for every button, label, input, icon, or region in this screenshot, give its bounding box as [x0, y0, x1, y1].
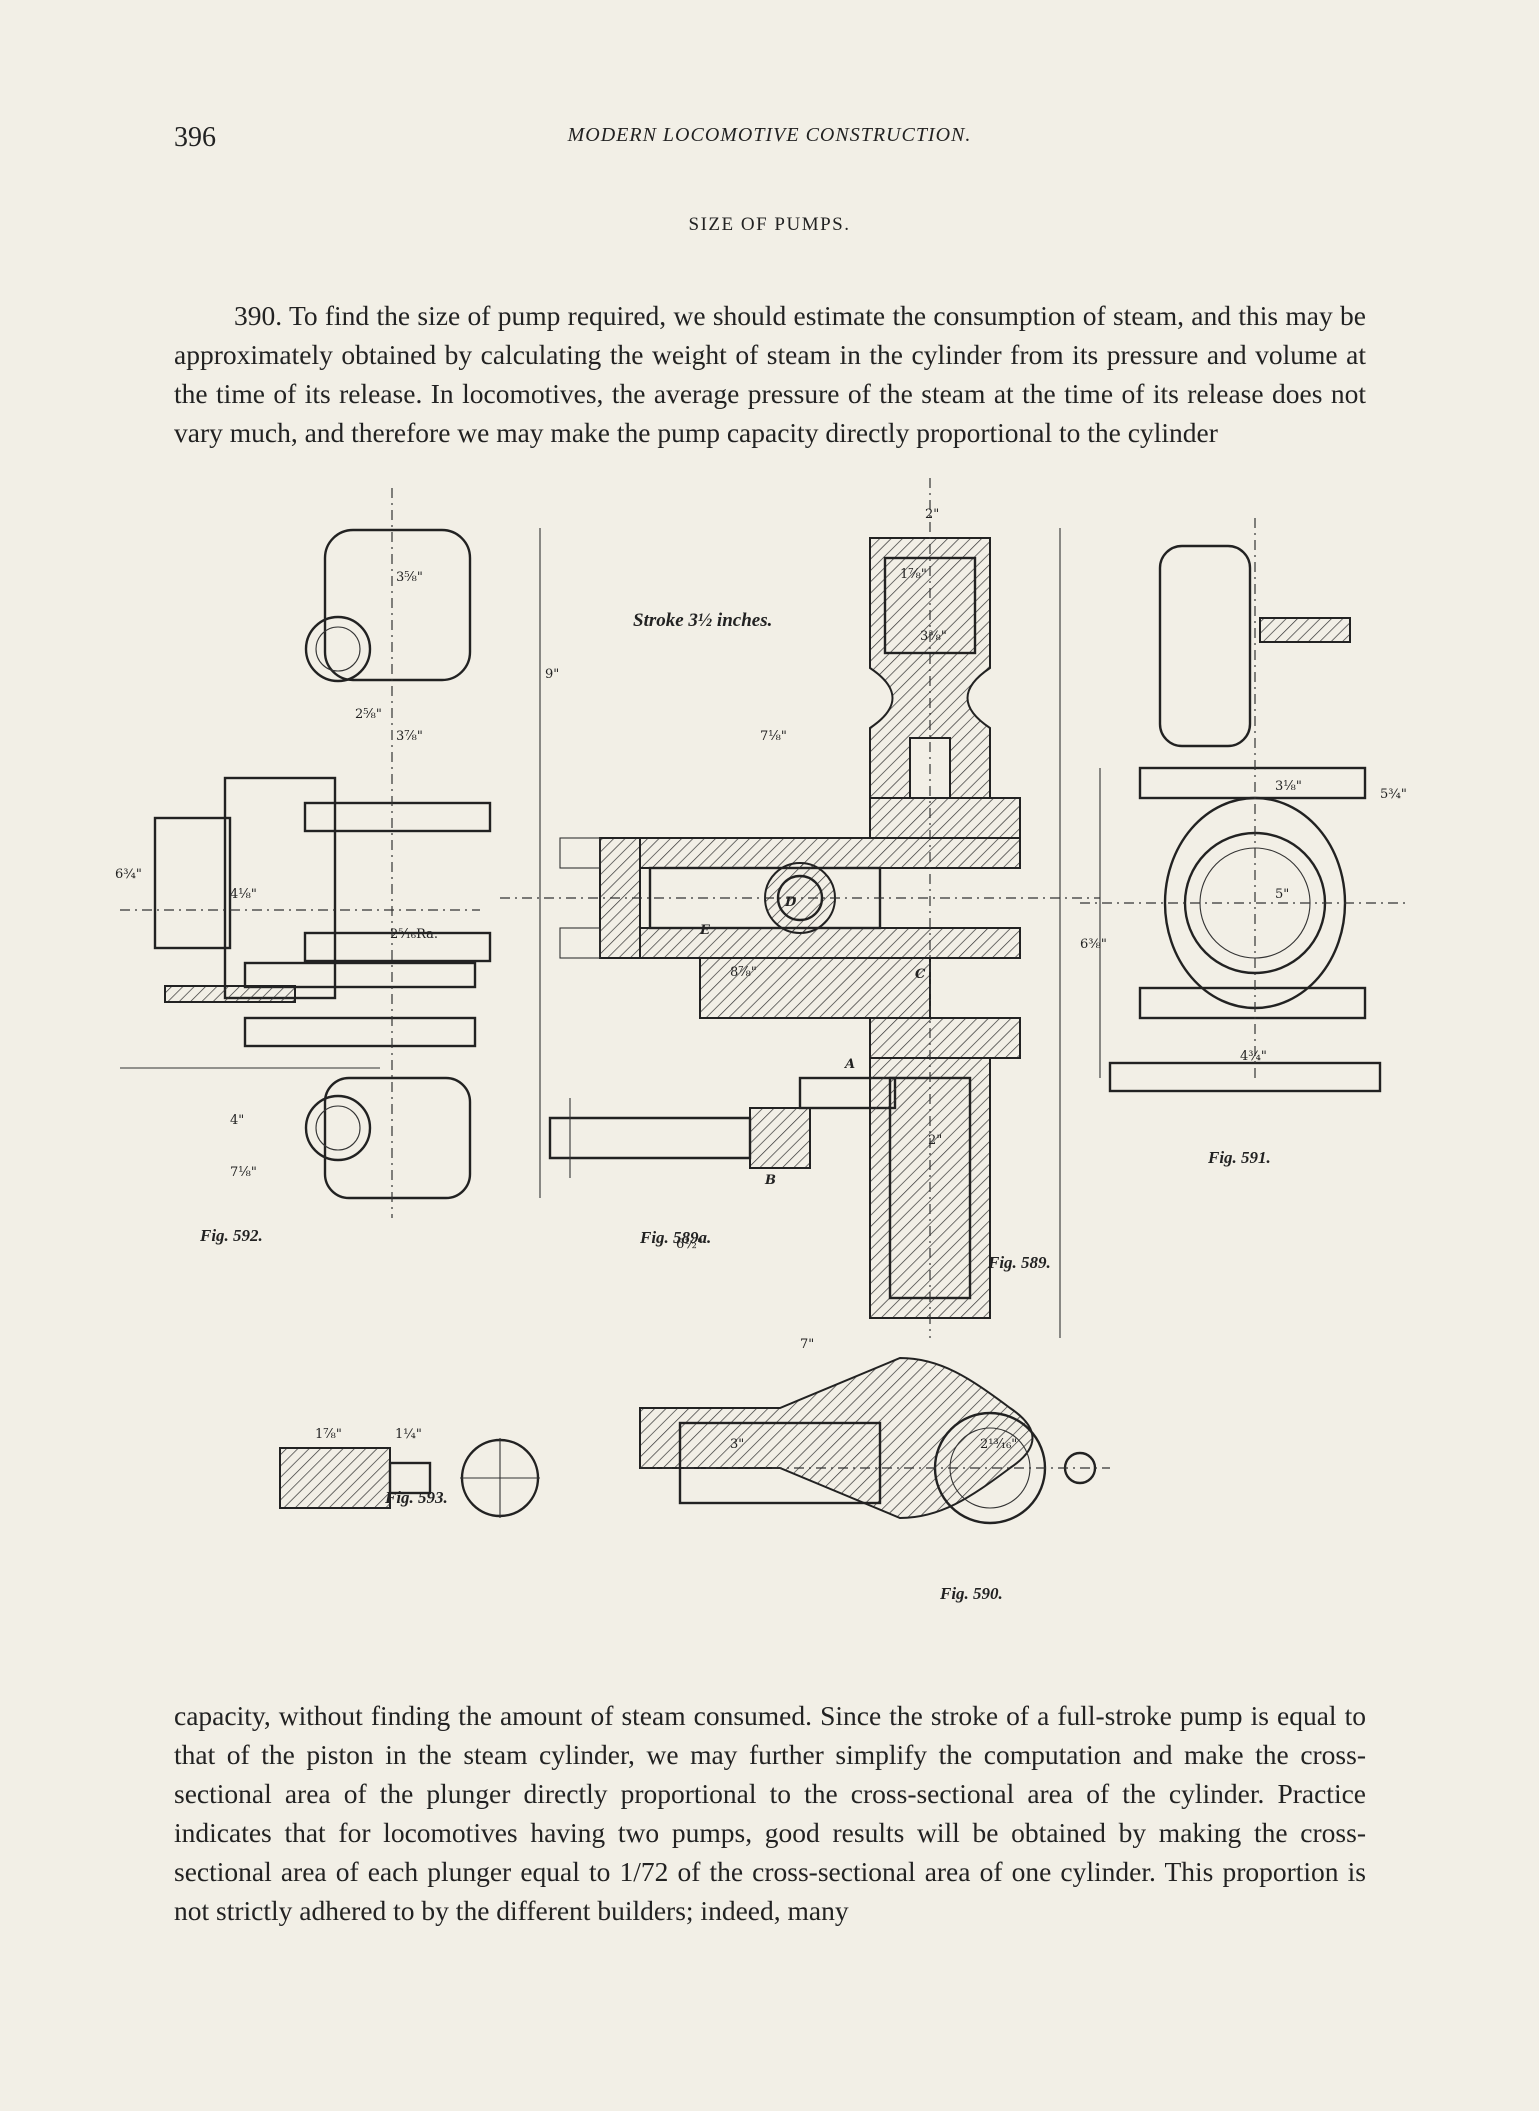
- fig-593-label: Fig. 593.: [385, 1488, 448, 1507]
- dim-11: 2⁵⁄₁₆Ra.: [390, 927, 438, 942]
- dim-24: 3": [730, 1437, 744, 1452]
- dim-4: 9": [545, 667, 559, 682]
- dim-14: 7⅛": [230, 1165, 257, 1180]
- running-head: MODERN LOCOMOTIVE CONSTRUCTION.: [567, 124, 972, 146]
- fig-589-drawing: [500, 478, 1101, 1338]
- section-heading: SIZE OF PUMPS.: [688, 214, 851, 235]
- dim-17: 7": [800, 1337, 814, 1352]
- dim-8: 3⅜": [920, 629, 947, 644]
- fig-591-label: Fig. 591.: [1208, 1148, 1271, 1167]
- dim-18: 2": [928, 1133, 942, 1148]
- dim-26: 1¼": [395, 1427, 422, 1442]
- dim-10: 4⅛": [230, 887, 257, 902]
- fig-591-drawing: [1080, 518, 1410, 1093]
- dim-2: 2⅝": [355, 707, 382, 722]
- pump-drawing-figure: 3⅝" 2⅝" 3⅞" 9" 7⅛" 2" 1⅞" 3⅜" 6¾" 4⅛" 2⁵…: [80, 478, 1480, 1648]
- dim-5: 7⅛": [760, 729, 787, 744]
- paragraph-390: 390. To find the size of pump required, …: [174, 299, 1366, 448]
- fig-589-label: Fig. 589.: [988, 1253, 1051, 1272]
- dim-9: 6¾": [115, 867, 142, 882]
- fig-589a-label: Fig. 589a.: [640, 1228, 712, 1247]
- fig-590-drawing: [639, 1356, 1110, 1525]
- dim-23: 5¾": [1380, 787, 1407, 802]
- fig-590-label: Fig. 590.: [940, 1584, 1003, 1603]
- dim-15: 4": [230, 1113, 244, 1128]
- dim-3: 3⅞": [396, 729, 423, 744]
- dim-19: 3⅛": [1275, 779, 1302, 794]
- dim-22: 4¾": [1240, 1049, 1267, 1064]
- dim-6: 2": [925, 507, 939, 522]
- dim-20: 5": [1275, 887, 1289, 902]
- dim-13: 6⅜": [1080, 937, 1107, 952]
- fig-589a-drawing: [548, 1098, 811, 1178]
- page-number: 396: [174, 122, 216, 153]
- fig-593-drawing: [279, 1438, 540, 1518]
- dim-16: 6½": [676, 1237, 703, 1252]
- dim-21: 2¹³⁄₁₆": [980, 1437, 1017, 1452]
- dim-7: 1⅞": [900, 567, 927, 582]
- dim-25: 1⅞": [315, 1427, 342, 1442]
- paragraph-continued: capacity, without finding the amount of …: [174, 1699, 1366, 1926]
- stroke-note: Stroke 3½ inches.: [633, 610, 773, 631]
- letter-d: D: [784, 895, 797, 910]
- letter-c: C: [915, 967, 926, 982]
- letter-e: E: [699, 923, 711, 938]
- letter-b: B: [764, 1173, 776, 1188]
- fig-592-drawing: [120, 488, 541, 1218]
- fig-592-label: Fig. 592.: [200, 1226, 263, 1245]
- dim-1: 3⅝": [396, 570, 423, 585]
- pump-drawing: 3⅝" 2⅝" 3⅞" 9" 7⅛" 2" 1⅞" 3⅜" 6¾" 4⅛" 2⁵…: [115, 478, 1410, 1525]
- letter-a: A: [843, 1057, 855, 1072]
- dim-12: 8⅞": [730, 965, 757, 980]
